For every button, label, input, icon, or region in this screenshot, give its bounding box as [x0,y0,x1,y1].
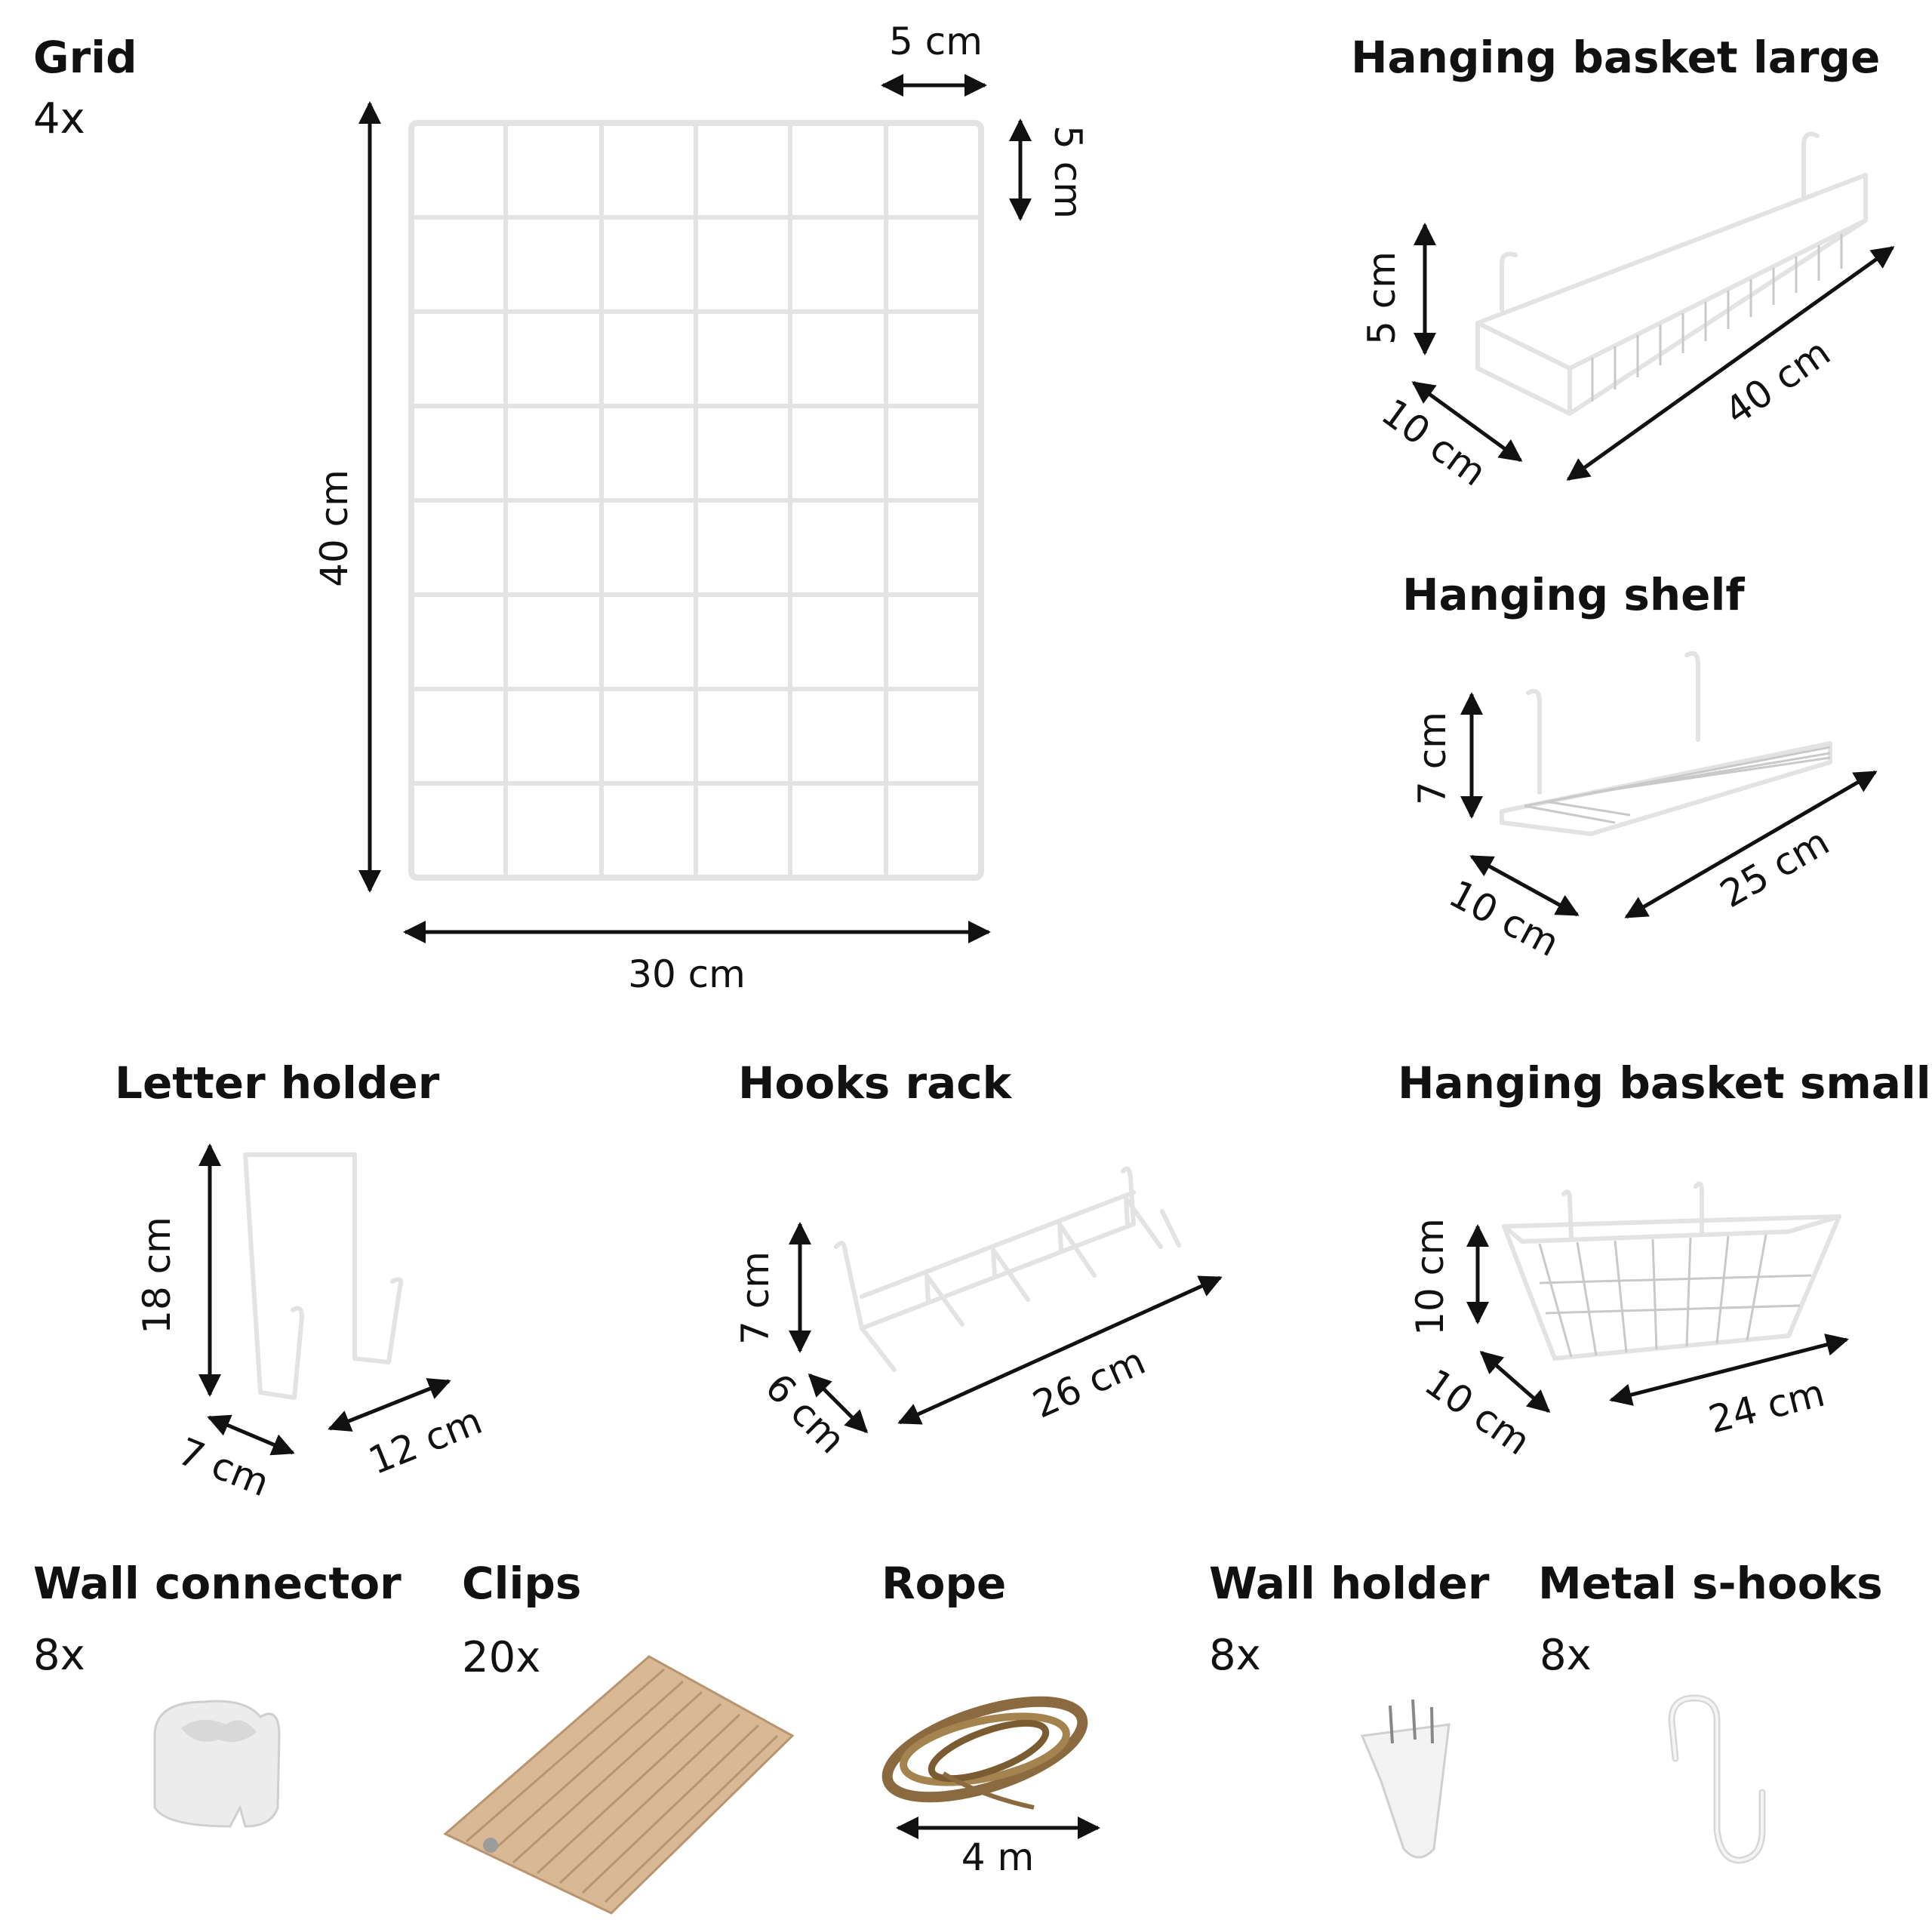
hooks-rack-section: Hooks rack 7 cm 6 cm 26 cm [734,1057,1223,1463]
grid-width-label: 30 cm [628,952,746,996]
shelf-depth-label: 10 cm [1442,872,1567,965]
rope-section: Rope 4 m [881,1558,1100,1879]
letter-holder-image [243,1152,404,1400]
basket-large-depth-arrow [1411,380,1523,463]
grid-height-label: 40 cm [312,469,356,587]
basket-small-length-label: 24 cm [1704,1371,1829,1442]
hooks-rack-title: Hooks rack [738,1057,1013,1109]
hooks-rack-height-label: 7 cm [734,1251,777,1345]
basket-small-depth-label: 10 cm [1417,1361,1538,1464]
shelf-length-label: 25 cm [1713,820,1837,916]
basket-small-image [1502,1181,1841,1361]
hooks-rack-image [834,1166,1181,1372]
basket-large-depth-label: 10 cm [1374,390,1494,494]
grid-quantity: 4x [33,94,85,143]
wall-holder-section: Wall holder 8x [1209,1558,1490,1859]
basket-small-title: Hanging basket small [1398,1057,1931,1109]
letter-holder-title: Letter holder [115,1057,440,1109]
grid-image [408,120,984,881]
wall-holder-quantity: 8x [1209,1631,1261,1680]
rope-image [881,1696,1088,1810]
s-hooks-quantity: 8x [1540,1631,1592,1680]
rope-length-label: 4 m [961,1835,1034,1879]
letter-holder-length-arrow [328,1378,451,1432]
wall-connector-quantity: 8x [33,1631,85,1680]
basket-small-height-label: 10 cm [1408,1218,1452,1336]
wall-holder-image [1360,1699,1451,1859]
shelf-image [1500,651,1832,836]
hooks-rack-length-arrow [897,1275,1223,1425]
shelf-height-label: 7 cm [1411,712,1454,805]
shelf-title: Hanging shelf [1402,569,1745,620]
grid-title: Grid [33,32,137,83]
wall-connector-title: Wall connector [33,1558,401,1609]
hooks-rack-depth-arrow [808,1373,869,1434]
letter-holder-length-label: 12 cm [363,1398,488,1483]
clips-section: Clips 20x [443,1558,795,1915]
basket-large-height-label: 5 cm [1360,251,1404,345]
hooks-rack-depth-label: 6 cm [757,1365,854,1463]
basket-large-length-label: 40 cm [1717,331,1838,434]
wall-connector-section: Wall connector 8x [33,1558,401,1828]
shelf-depth-arrow [1469,854,1580,917]
grid-cell-height-label: 5 cm [1046,125,1090,219]
basket-large-title: Hanging basket large [1351,32,1880,83]
letter-holder-depth-arrow [207,1414,295,1456]
wall-connector-image [153,1700,281,1828]
letter-holder-depth-label: 7 cm [172,1429,275,1505]
letter-holder-section: Letter holder 18 cm 7 cm 12 cm [115,1057,488,1505]
shelf-section: Hanging shelf 7 cm 10 cm 25 cm [1402,569,1878,965]
clips-quantity: 20x [462,1633,540,1682]
clips-title: Clips [462,1558,581,1609]
letter-holder-height-label: 18 cm [135,1217,179,1334]
basket-large-length-arrow [1566,245,1895,481]
shelf-length-arrow [1624,770,1878,919]
basket-small-length-arrow [1609,1334,1849,1406]
wall-holder-title: Wall holder [1209,1558,1490,1609]
grid-cell-width-label: 5 cm [889,20,983,63]
basket-large-section: Hanging basket large 5 cm 10 cm 40 cm [1351,32,1895,494]
s-hooks-section: Metal s-hooks 8x [1538,1558,1883,1864]
rope-title: Rope [881,1558,1006,1609]
clips-image [443,1655,795,1915]
basket-small-section: Hanging basket small 10 cm 10 cm 24 cm [1398,1057,1931,1463]
basket-small-depth-arrow [1479,1351,1551,1413]
s-hook-image [1668,1694,1766,1864]
grid-section: Grid 4x 5 cm 5 cm 40 cm [33,20,1090,996]
s-hooks-title: Metal s-hooks [1538,1558,1883,1609]
hooks-rack-length-label: 26 cm [1026,1339,1152,1426]
